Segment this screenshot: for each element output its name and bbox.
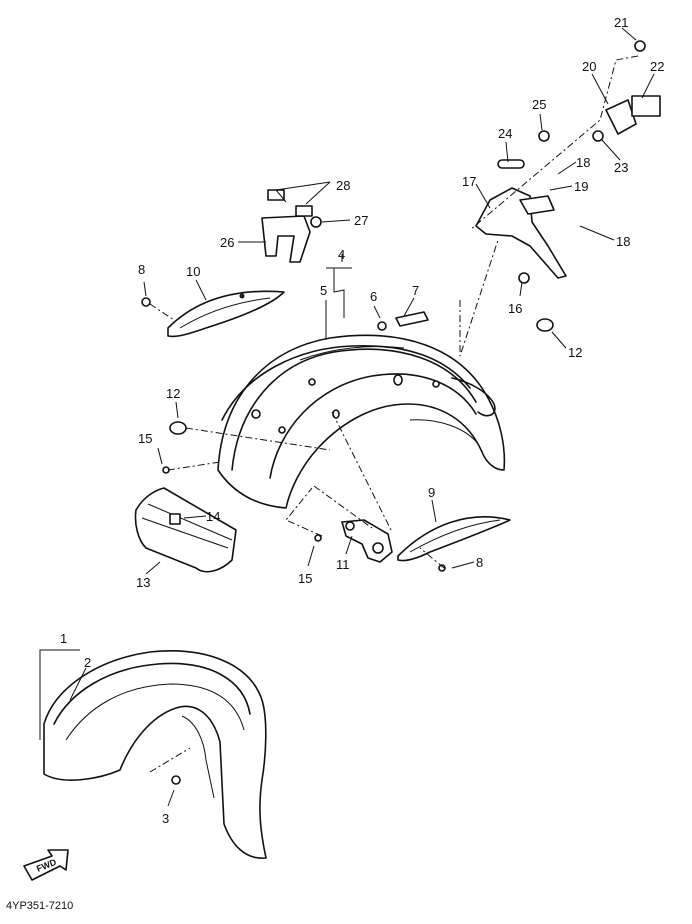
callout-27: 27: [354, 213, 368, 228]
callout-20: 20: [582, 59, 596, 74]
side-rail-left: [167, 290, 285, 338]
front-fender: [43, 650, 267, 859]
callout-5: 5: [320, 283, 327, 298]
lamp-bracket: [261, 189, 322, 263]
callout-18b: 18: [616, 234, 630, 249]
callout-24: 24: [498, 126, 512, 141]
mud-flap: [134, 487, 237, 573]
leader-lines: [39, 27, 655, 807]
callout-3: 3: [162, 811, 169, 826]
callout-4: 4: [338, 247, 345, 262]
fender-bracket: [341, 519, 393, 563]
callout-8b: 8: [476, 555, 483, 570]
callout-19: 19: [574, 179, 588, 194]
callout-18a: 18: [576, 155, 590, 170]
callout-23: 23: [614, 160, 628, 175]
rear-fender-assembly: [217, 334, 506, 509]
drawing-code: 4YP351-7210: [6, 900, 73, 912]
callout-25: 25: [532, 97, 546, 112]
callout-8a: 8: [138, 262, 145, 277]
fwd-arrow-icon: [23, 849, 69, 881]
callout-22: 22: [650, 59, 664, 74]
callout-12a: 12: [166, 386, 180, 401]
callout-28: 28: [336, 178, 350, 193]
callout-13: 13: [136, 575, 150, 590]
callout-1: 1: [60, 631, 67, 646]
side-rail-right: [397, 516, 511, 562]
callout-14: 14: [206, 509, 220, 524]
callout-16: 16: [508, 301, 522, 316]
callout-15a: 15: [138, 431, 152, 446]
small-fasteners: [141, 297, 554, 572]
callout-labels: 1 2 3 4 5 6 7 8 8 9 10 11 12 12 13 14 15…: [60, 15, 664, 826]
callout-2: 2: [84, 655, 91, 670]
assembly-lines: [149, 55, 639, 569]
callout-21: 21: [614, 15, 628, 30]
seat-latch-assembly: [475, 40, 661, 284]
callout-15b: 15: [298, 571, 312, 586]
callout-26: 26: [220, 235, 234, 250]
callout-7: 7: [412, 283, 419, 298]
callout-9: 9: [428, 485, 435, 500]
callout-6: 6: [370, 289, 377, 304]
callout-17: 17: [462, 174, 476, 189]
callout-12b: 12: [568, 345, 582, 360]
callout-11: 11: [336, 557, 350, 572]
callout-10: 10: [186, 264, 200, 279]
